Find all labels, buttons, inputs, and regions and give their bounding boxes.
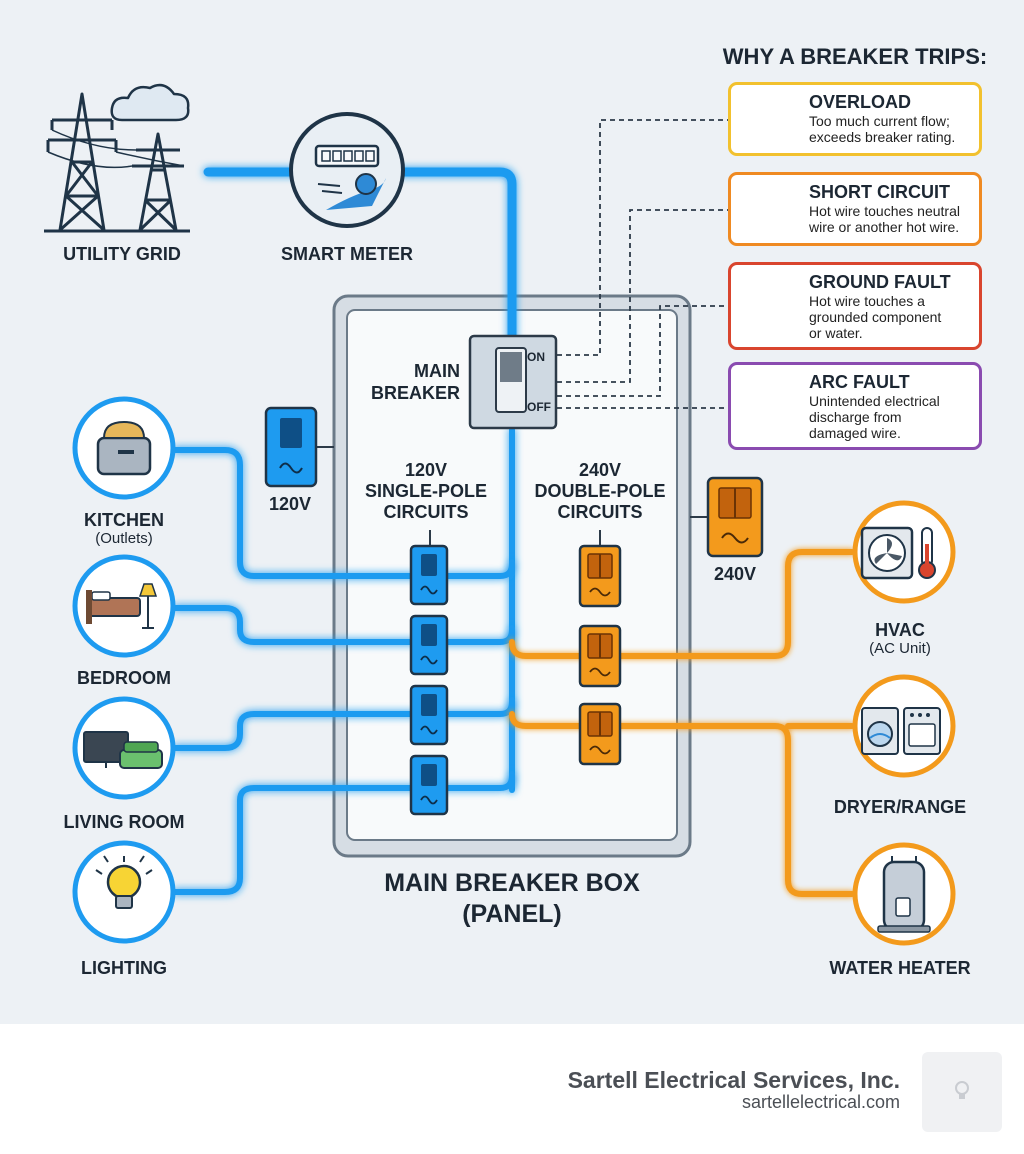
trip-desc: Unintended electrical discharge from dam… (809, 393, 940, 441)
load-label-bedroom: BEDROOM (77, 668, 171, 688)
load-label-living-room: LIVING ROOM (63, 812, 185, 832)
washer-oven-icon (861, 707, 941, 755)
footer: Sartell Electrical Services, Inc. sartel… (0, 1024, 1024, 1154)
double-pole-heading: 240V DOUBLE-POLE CIRCUITS (534, 460, 666, 522)
diagram-graphics (44, 83, 956, 946)
load-label-water-heater: WATER HEATER (829, 958, 971, 978)
wires-240v (509, 549, 855, 897)
company-website[interactable]: sartellelectrical.com (741, 1092, 900, 1112)
trip-desc: Too much current flow; exceeds breaker r… (809, 113, 956, 145)
trip-card-overload: OVERLOAD Too much current flow; exceeds … (728, 82, 982, 156)
trip-desc: Hot wire touches a grounded component or… (809, 293, 942, 341)
double-pole-breaker (578, 624, 622, 688)
single-pole-heading: 120V SINGLE-POLE CIRCUITS (364, 460, 488, 522)
company-logo (922, 1052, 1002, 1132)
utility-grid-icon (44, 83, 190, 233)
single-pole-side-label: 120V (268, 494, 312, 514)
trip-card-ground-fault: GROUND FAULT Hot wire touches a grounded… (728, 262, 982, 350)
trip-card-arc-fault: ARC FAULT Unintended electrical discharg… (728, 362, 982, 450)
double-pole-breakers (578, 544, 622, 766)
load-label-lighting: LIGHTING (81, 958, 167, 978)
lightbulb-logo-icon (955, 1081, 969, 1099)
single-pole-breaker (409, 544, 449, 606)
trip-title: SHORT CIRCUIT (809, 182, 950, 202)
double-pole-breaker (578, 544, 622, 608)
smart-meter-icon (289, 112, 405, 228)
load-label-hvac: HVAC (875, 620, 925, 640)
single-pole-breakers (409, 544, 449, 816)
double-pole-breaker (578, 702, 622, 766)
trip-title: GROUND FAULT (809, 272, 951, 292)
bed-lamp-icon (86, 583, 158, 629)
main-breaker-on-label: ON (527, 350, 545, 364)
trip-connectors (557, 119, 728, 409)
main-feed-wire (203, 167, 517, 793)
double-pole-side-label: 240V (713, 564, 757, 584)
load-label-kitchen: KITCHEN (84, 510, 164, 530)
toaster-icon (96, 420, 152, 476)
main-breaker-label: MAIN BREAKER (370, 361, 460, 403)
wires-120v (172, 447, 515, 895)
breaker-diagram: UTILITY GRID SMART METER MAIN BREAKER ON… (44, 44, 988, 978)
trip-title: OVERLOAD (809, 92, 912, 112)
load-sub-kitchen: (Outlets) (95, 530, 153, 547)
single-pole-breaker (409, 754, 449, 816)
double-pole-symbol (706, 476, 764, 558)
trip-card-short-circuit: SHORT CIRCUIT Hot wire touches neutral w… (728, 172, 982, 246)
load-sub-hvac: (AC Unit) (869, 640, 931, 657)
utility-grid-label: UTILITY GRID (63, 244, 181, 264)
company-name: Sartell Electrical Services, Inc. (567, 1067, 900, 1093)
smart-meter-label: SMART METER (281, 244, 413, 264)
panel-title: MAIN BREAKER BOX (PANEL) (384, 869, 640, 928)
single-pole-breaker (409, 614, 449, 676)
trip-title: ARC FAULT (809, 372, 910, 392)
trip-desc: Hot wire touches neutral wire or another… (809, 203, 960, 235)
load-label-dryer-range: DRYER/RANGE (833, 797, 967, 817)
lightbulb-icon (95, 855, 153, 909)
single-pole-symbol (264, 406, 318, 488)
main-breaker-off-label: OFF (527, 400, 551, 414)
main-breaker-switch (468, 334, 558, 430)
fan-thermometer-icon (860, 526, 936, 580)
trips-heading: WHY A BREAKER TRIPS: (722, 44, 988, 69)
single-pole-breaker (409, 684, 449, 746)
tv-sofa-icon (83, 731, 163, 769)
water-heater-icon (877, 856, 931, 933)
